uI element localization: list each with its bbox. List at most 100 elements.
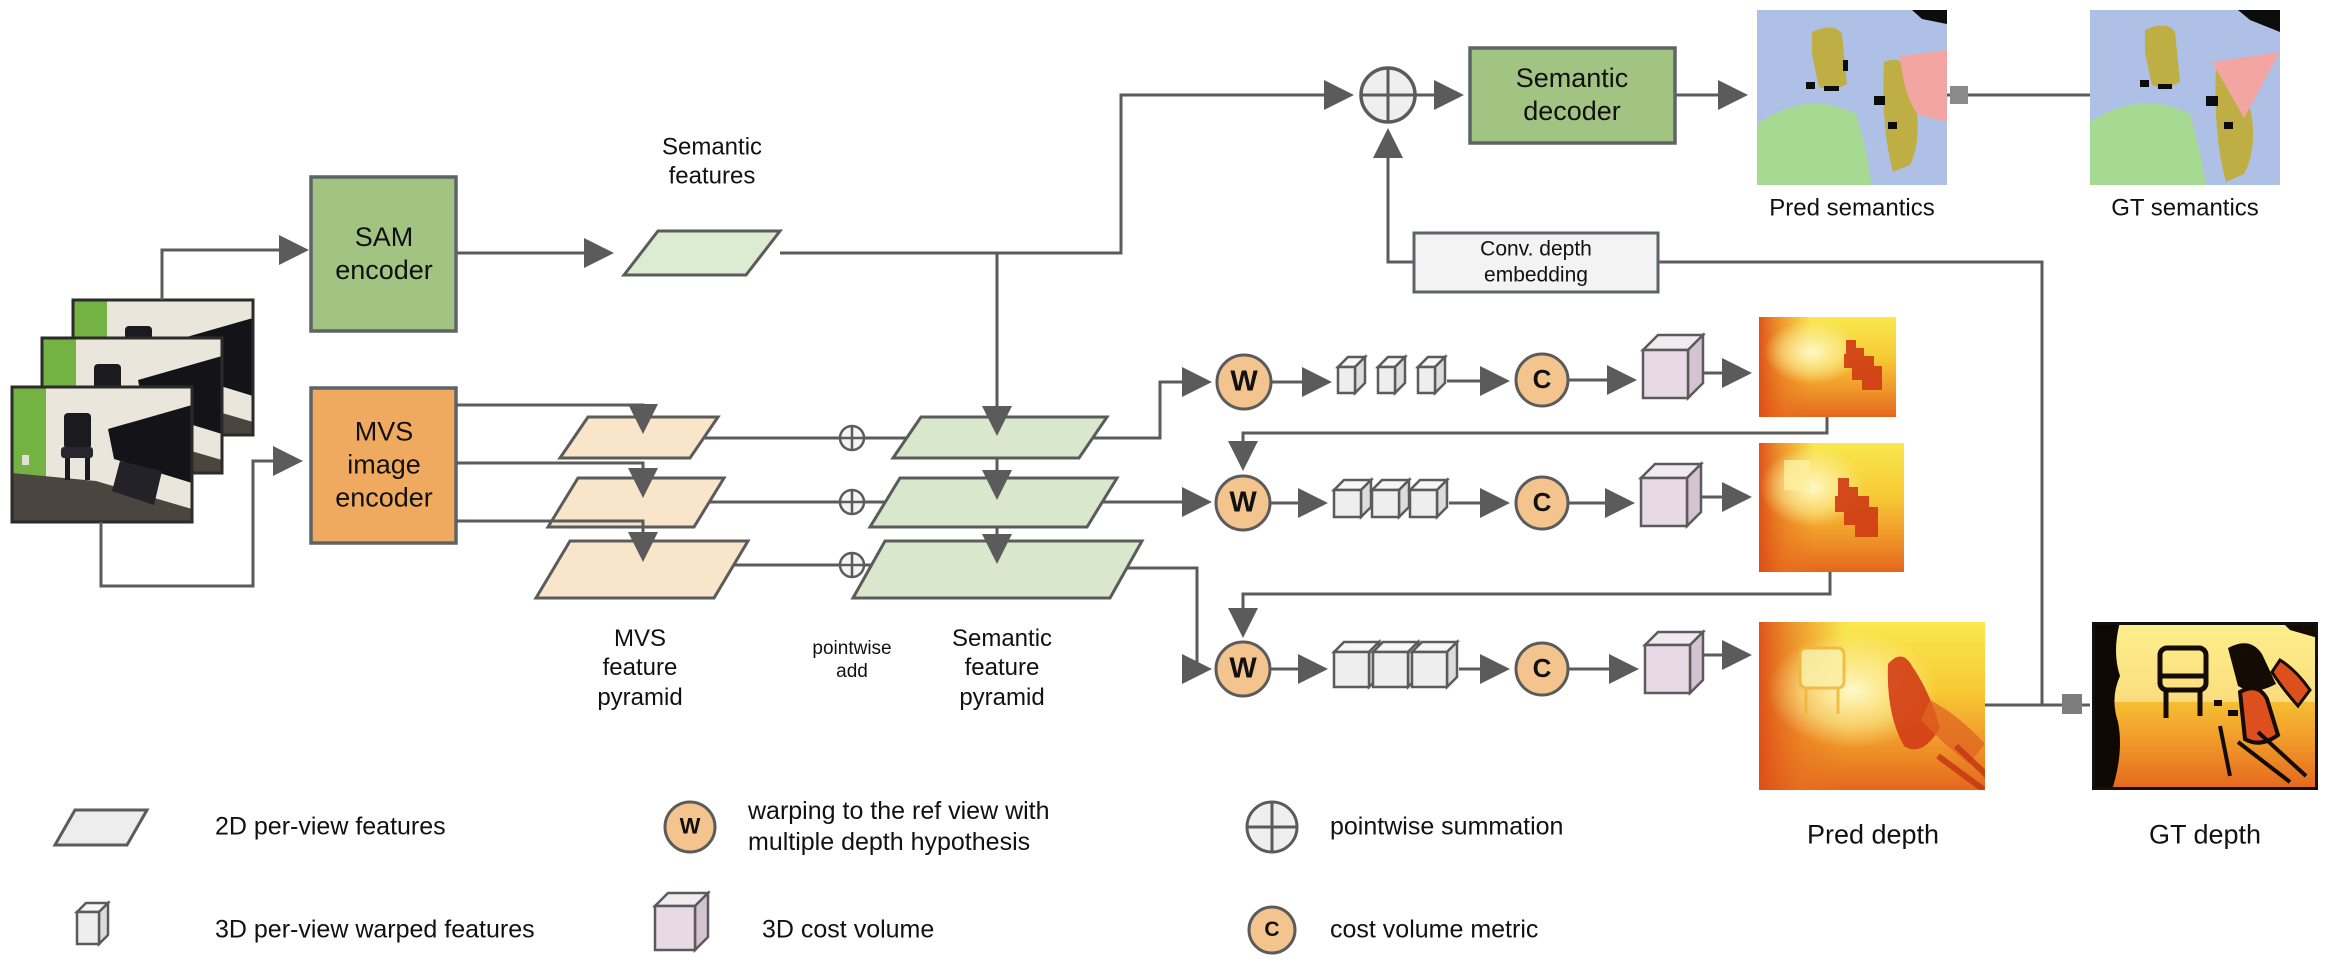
- semantic-features-parallelogram: [620, 229, 784, 277]
- semantic-pyramid-label: Semantic feature pyramid: [952, 624, 1052, 712]
- legend-warp-icon: [663, 800, 717, 854]
- pred-semantics-image: [1757, 10, 1947, 185]
- sam-encoder-line2: encoder: [335, 255, 433, 285]
- semantic-feature-pyramid: [850, 415, 1145, 600]
- cost-volume-3: [1641, 628, 1707, 697]
- legend-pointwise-sum-icon: [1245, 800, 1299, 854]
- mvs-encoder-line3: encoder: [335, 482, 433, 513]
- legend-cost-volume-icon: [651, 889, 712, 954]
- mvs-encoder-label: MVS image encoder: [335, 416, 433, 515]
- semantic-branch-lines: [1373, 80, 2090, 705]
- semantic-features-label: Semantic features: [662, 133, 762, 192]
- semantic-decoder-box: [1468, 46, 1677, 145]
- legend-cost-metric-icon: [1247, 905, 1297, 955]
- pred-depth-label: Pred depth: [1806, 819, 1940, 850]
- conv-depth-embedding-label: Conv. depth embedding: [1480, 236, 1592, 287]
- mvs-row-3: [1214, 572, 1832, 698]
- mvs-feature-pyramid: [533, 415, 751, 600]
- warped-features-row1: [1334, 353, 1449, 397]
- arrow-photos-to-mvs: [99, 446, 303, 588]
- legend-2d-features-label: 2D per-view features: [215, 812, 446, 841]
- warp-letter-1: W: [1230, 365, 1258, 398]
- semantic-decoder-line1: Semantic: [1515, 63, 1629, 94]
- gt-depth-label: GT depth: [2148, 819, 2262, 850]
- mvs-pyramid-level3: [533, 539, 751, 600]
- gt-semantics-image: [2090, 10, 2280, 185]
- line-depth-to-embedding: [1658, 260, 2044, 705]
- pointwise-add-row3: [838, 551, 866, 579]
- gt-semantics-label: GT semantics: [2111, 194, 2259, 222]
- semantic-pyramid-line1: Semantic: [951, 625, 1053, 653]
- mvs-row-1: [1215, 331, 1752, 411]
- arrow-level1-to-w1: [1093, 367, 1212, 440]
- legend-cost-volume-label: 3D cost volume: [762, 915, 935, 944]
- cost-volume-1: [1639, 331, 1707, 402]
- warped-cube: [1408, 638, 1461, 691]
- pred-depth-image-1: [1759, 317, 1896, 417]
- warped-cube: [1369, 638, 1422, 691]
- arrow-level3-to-w3: [1126, 566, 1212, 684]
- semantic-pyramid-level3: [850, 539, 1145, 600]
- legend-cost-metric-label: cost volume metric: [1330, 915, 1539, 944]
- mvs-encoder-box: [309, 386, 458, 545]
- legend-warping-line1: warping to the ref view with: [748, 796, 1050, 825]
- pointwise-summation-node: [1359, 66, 1417, 124]
- gt-depth-image: [2092, 622, 2318, 790]
- legend-warp-letter: W: [679, 813, 701, 839]
- mvs-encoder-line1: MVS: [354, 416, 414, 447]
- legend-warping-line2: multiple depth hypothesis: [748, 828, 1031, 856]
- pointwise-add-symbols: [838, 424, 866, 579]
- line-semantic-features-to-sum: [780, 80, 1354, 255]
- sam-encoder-line1: SAM: [354, 222, 414, 253]
- mvs-pyramid-line1: MVS: [613, 625, 667, 653]
- warp-letter-2: W: [1229, 486, 1257, 519]
- semantics-loss-connector: [1950, 86, 1968, 104]
- feed-arrows: [456, 253, 1212, 684]
- semantic-pyramid-line3: pyramid: [959, 683, 1045, 711]
- cost-letter-2: C: [1532, 487, 1552, 518]
- sam-encoder-label: SAM encoder: [335, 221, 433, 287]
- mvs-encoder-line2: image: [347, 449, 421, 480]
- semantic-features-line1: Semantic: [661, 133, 763, 161]
- semantic-pyramid-line2: feature: [964, 654, 1040, 682]
- pointwise-add-line1: pointwise: [812, 637, 892, 659]
- legend-cost-letter: C: [1264, 918, 1280, 942]
- mvs-pyramid-level1: [557, 415, 721, 460]
- sam-encoder-box: [309, 175, 458, 333]
- arrow-mvs-to-level3: [456, 519, 658, 562]
- mvs-row-2: [1214, 417, 1829, 532]
- warped-cube: [1406, 476, 1451, 521]
- semantic-features-line2: features: [668, 163, 756, 190]
- conv-depth-embedding-box: [1412, 231, 1660, 294]
- arrow-photos-to-sam: [160, 235, 309, 300]
- semantic-decoder-label: Semantic decoder: [1516, 62, 1629, 128]
- conv-depth-embedding-line2: embedding: [1484, 263, 1588, 286]
- pointwise-add-row1: [838, 424, 866, 452]
- cost-volume-2: [1637, 460, 1705, 530]
- mvs-pyramid-line2: feature: [602, 654, 678, 682]
- pred-depth-image-2: [1759, 443, 1904, 572]
- warped-cube: [1414, 353, 1449, 397]
- depth-loss-connector: [2062, 694, 2082, 714]
- mvs-pyramid-line3: pyramid: [597, 683, 683, 711]
- legend-pointwise-sum-label: pointwise summation: [1330, 812, 1564, 841]
- arrow-embedding-to-sum: [1373, 128, 1414, 264]
- warped-cube: [1374, 353, 1409, 397]
- warped-features-row3: [1330, 638, 1461, 691]
- cost-letter-1: C: [1532, 364, 1552, 395]
- pred-depth-image-3: [1759, 622, 1985, 790]
- mvs-pyramid-level2: [545, 476, 727, 529]
- arrow-depth2-to-w3: [1228, 572, 1832, 638]
- semantic-decoder-line2: decoder: [1523, 96, 1621, 126]
- arrow-mvs-to-level2: [456, 461, 658, 498]
- input-photo-front: [10, 385, 194, 524]
- legend-2d-features-icon: [52, 808, 150, 847]
- warp-letter-3: W: [1229, 652, 1257, 685]
- pointwise-add-label: pointwise add: [812, 637, 891, 683]
- semantic-pyramid-level1: [890, 415, 1110, 460]
- cost-letter-3: C: [1532, 653, 1552, 684]
- arrow-depth1-to-w2: [1228, 417, 1829, 471]
- pointwise-add-row2: [838, 488, 866, 516]
- warped-features-row2: [1330, 476, 1451, 521]
